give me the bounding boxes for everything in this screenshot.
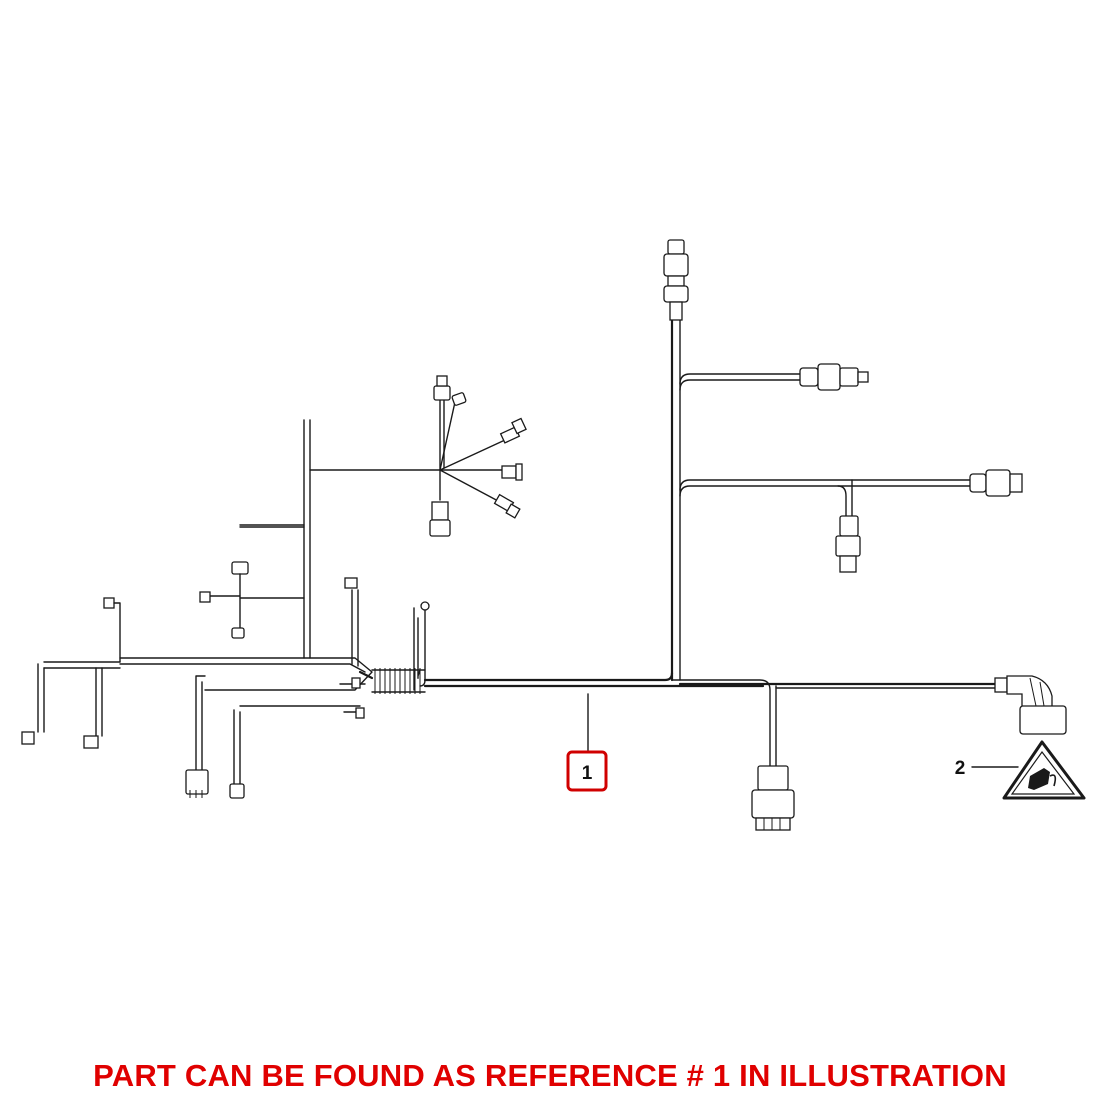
lower-left-branches [185,675,366,799]
callout-1-label: 1 [582,763,593,784]
left-splice [43,419,441,691]
vertical-branch [663,239,1023,682]
reference-caption: PART CAN BE FOUND AS REFERENCE # 1 IN IL… [93,1058,1007,1093]
callout-2-label: 2 [955,758,966,779]
lower-right-connectors [751,675,1067,831]
callout-1-highlight-box [566,750,608,792]
upper-left-connector-cluster [429,375,527,537]
left-small-connectors [21,561,358,749]
corrugated-sleeve [371,601,430,694]
callout-2[interactable]: 2 [955,740,1086,800]
warning-triangle-icon [1002,740,1086,800]
callout-1[interactable]: 1 [566,693,608,792]
main-trunk [358,670,997,767]
